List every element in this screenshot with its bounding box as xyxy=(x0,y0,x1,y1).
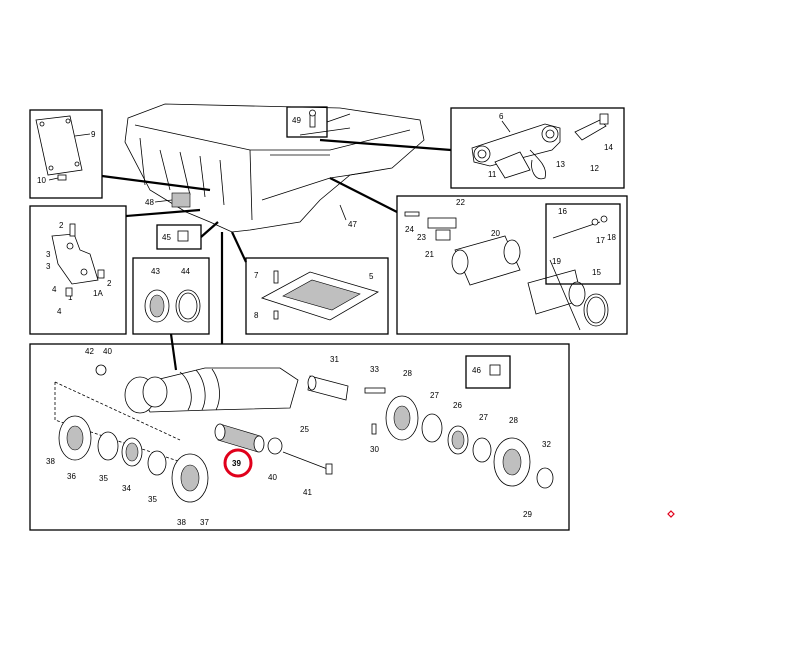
callout-33: 33 xyxy=(370,365,379,374)
callout-44: 44 xyxy=(181,267,190,276)
callout-29: 29 xyxy=(523,510,532,519)
callout-4-a: 4 xyxy=(52,285,57,294)
callout-15: 15 xyxy=(592,268,601,277)
callout-16: 16 xyxy=(558,207,567,216)
callout-22: 22 xyxy=(456,198,465,207)
detail-box-plate: 5 7 8 xyxy=(231,231,389,335)
callout-1a: 1A xyxy=(93,289,103,298)
detail-box-49: 49 xyxy=(286,106,351,138)
highlighted-callout-39[interactable]: 39 xyxy=(223,448,253,478)
callout-2-top: 2 xyxy=(59,221,64,230)
callout-14: 14 xyxy=(604,143,613,152)
callout-3-a: 3 xyxy=(46,250,51,259)
callout-13: 13 xyxy=(556,160,565,169)
callout-1: 1 xyxy=(68,293,73,302)
bracket-callouts: 48 45 47 xyxy=(145,192,357,250)
callout-49: 49 xyxy=(292,116,301,125)
callout-23: 23 xyxy=(417,233,426,242)
callout-20: 20 xyxy=(491,229,500,238)
callout-5: 5 xyxy=(369,272,374,281)
detail-box-cylinder xyxy=(29,232,570,531)
callout-2-right: 2 xyxy=(107,279,112,288)
callout-7: 7 xyxy=(254,271,259,280)
callout-6: 6 xyxy=(499,112,504,121)
callout-45: 45 xyxy=(162,233,171,242)
diamond-marker-icon xyxy=(667,510,675,518)
callout-12: 12 xyxy=(590,164,599,173)
callout-19: 19 xyxy=(552,257,561,266)
callout-26: 26 xyxy=(453,401,462,410)
callout-28-a: 28 xyxy=(403,369,412,378)
main-assembly-sketch xyxy=(124,103,425,233)
callout-34: 34 xyxy=(122,484,131,493)
callout-48: 48 xyxy=(145,198,154,207)
callout-47: 47 xyxy=(348,220,357,229)
highlight-ring xyxy=(223,448,253,478)
callout-27-a: 27 xyxy=(430,391,439,400)
detail-box-link-arm: 6 11 12 13 14 xyxy=(319,107,625,189)
callout-4-b: 4 xyxy=(57,307,62,316)
callout-37: 37 xyxy=(200,518,209,527)
callout-43: 43 xyxy=(151,267,160,276)
callout-28-b: 28 xyxy=(509,416,518,425)
callout-8: 8 xyxy=(254,311,259,320)
callout-41: 41 xyxy=(303,488,312,497)
callout-3-b: 3 xyxy=(46,262,51,271)
detail-box-cover-plate: 9 10 xyxy=(29,109,211,199)
detail-box-bracket: 2 3 3 4 4 1 1A 2 xyxy=(29,205,201,335)
detail-box-pins: 15 16 17 18 19 20 21 22 23 24 xyxy=(329,177,628,335)
callout-27-b: 27 xyxy=(479,413,488,422)
callout-46: 46 xyxy=(472,366,481,375)
callout-10: 10 xyxy=(37,176,46,185)
callout-17: 17 xyxy=(596,236,605,245)
detail-box-rings: 43 44 xyxy=(132,257,210,371)
callout-42: 42 xyxy=(85,347,94,356)
callout-24: 24 xyxy=(405,225,414,234)
callout-31: 31 xyxy=(330,355,339,364)
lower-callouts: 42 40 25 26 27 27 28 28 29 30 31 32 33 3… xyxy=(46,347,551,527)
callout-32: 32 xyxy=(542,440,551,449)
callout-9: 9 xyxy=(91,130,96,139)
callout-38-b: 38 xyxy=(177,518,186,527)
callout-40-bottom: 40 xyxy=(268,473,277,482)
callout-21: 21 xyxy=(425,250,434,259)
callout-39[interactable]: 39 xyxy=(232,459,241,468)
callout-36: 36 xyxy=(67,472,76,481)
callout-35-a: 35 xyxy=(99,474,108,483)
callout-30: 30 xyxy=(370,445,379,454)
callout-18: 18 xyxy=(607,233,616,242)
callout-40-top: 40 xyxy=(103,347,112,356)
callout-38-a: 38 xyxy=(46,457,55,466)
callout-11: 11 xyxy=(488,170,497,179)
callout-35-b: 35 xyxy=(148,495,157,504)
callout-25: 25 xyxy=(300,425,309,434)
